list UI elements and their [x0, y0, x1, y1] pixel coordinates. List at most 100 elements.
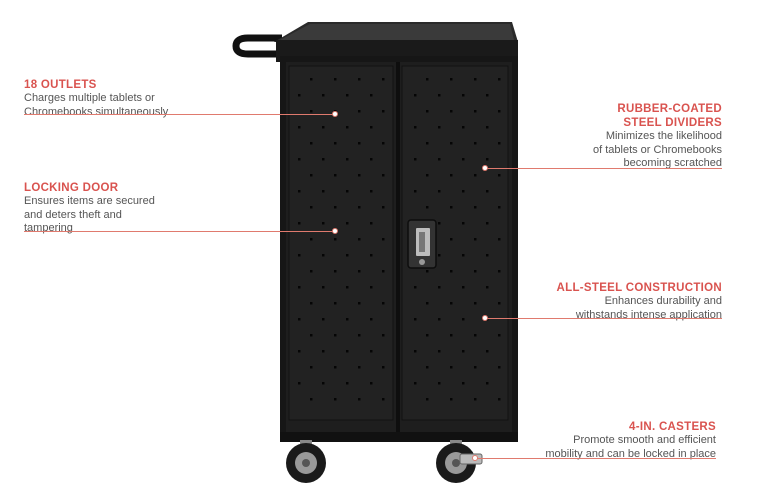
vent-hole — [486, 126, 489, 129]
leader-line-steel-dividers — [486, 168, 722, 169]
vent-hole — [462, 158, 465, 161]
vent-hole — [334, 206, 337, 209]
vent-hole — [450, 110, 453, 113]
callout-outlets: 18 OUTLETS Charges multiple tablets or C… — [24, 78, 168, 119]
vent-hole — [310, 302, 313, 305]
vent-hole — [298, 382, 301, 385]
vent-hole — [346, 286, 349, 289]
vent-hole — [370, 254, 373, 257]
vent-hole — [358, 174, 361, 177]
vent-hole — [346, 126, 349, 129]
vent-hole — [486, 382, 489, 385]
callout-title: ALL-STEEL CONSTRUCTION — [556, 282, 722, 294]
vent-hole — [358, 78, 361, 81]
vent-hole — [310, 238, 313, 241]
vent-hole — [322, 126, 325, 129]
vent-hole — [438, 350, 441, 353]
vent-hole — [462, 286, 465, 289]
front-left-caster — [286, 440, 326, 483]
vent-hole — [426, 206, 429, 209]
vent-hole — [358, 238, 361, 241]
leader-line-casters — [476, 458, 716, 459]
vent-hole — [486, 254, 489, 257]
vent-hole — [298, 126, 301, 129]
vent-hole — [322, 350, 325, 353]
vent-hole — [426, 110, 429, 113]
vent-hole — [450, 174, 453, 177]
vent-hole — [298, 254, 301, 257]
vent-hole — [370, 350, 373, 353]
vent-hole — [438, 126, 441, 129]
vent-hole — [414, 350, 417, 353]
vent-hole — [382, 302, 385, 305]
vent-hole — [310, 398, 313, 401]
vent-hole — [486, 222, 489, 225]
vent-hole — [382, 238, 385, 241]
vent-hole — [358, 398, 361, 401]
cart-cabinet — [280, 56, 518, 438]
vent-hole — [382, 174, 385, 177]
vent-hole — [346, 254, 349, 257]
vent-hole — [462, 318, 465, 321]
vent-hole — [298, 286, 301, 289]
vent-hole — [414, 318, 417, 321]
vent-hole — [498, 174, 501, 177]
vent-hole — [298, 158, 301, 161]
vent-hole — [450, 142, 453, 145]
description-line: withstands intense application — [575, 308, 722, 321]
vent-hole — [462, 94, 465, 97]
vent-hole — [450, 78, 453, 81]
leader-line-all-steel — [486, 318, 722, 319]
vent-hole — [426, 142, 429, 145]
vent-hole — [498, 302, 501, 305]
vent-hole — [322, 190, 325, 193]
description-line: tampering — [24, 222, 73, 234]
vent-hole — [498, 334, 501, 337]
vent-hole — [438, 318, 441, 321]
vent-hole — [334, 174, 337, 177]
vent-hole — [486, 350, 489, 353]
vent-hole — [474, 174, 477, 177]
vent-hole — [346, 94, 349, 97]
cabinet-vent-holes — [298, 78, 501, 401]
callout-locking-door: LOCKING DOOR Ensures items are secured a… — [24, 181, 155, 236]
vent-hole — [370, 382, 373, 385]
callout-description: Ensures items are secured and deters the… — [24, 195, 155, 236]
vent-hole — [310, 334, 313, 337]
vent-hole — [382, 270, 385, 273]
vent-hole — [438, 286, 441, 289]
vent-hole — [498, 78, 501, 81]
title-line: STEEL DIVIDERS — [623, 117, 722, 129]
callout-description: Minimizes the likelihood of tablets or C… — [593, 130, 722, 171]
vent-hole — [370, 94, 373, 97]
vent-hole — [474, 142, 477, 145]
vent-hole — [474, 110, 477, 113]
door-lock — [407, 219, 437, 269]
vent-hole — [370, 126, 373, 129]
vent-hole — [298, 222, 301, 225]
front-right-caster — [436, 440, 483, 483]
vent-hole — [382, 110, 385, 113]
vent-hole — [298, 350, 301, 353]
vent-hole — [426, 270, 429, 273]
vent-hole — [462, 126, 465, 129]
vent-hole — [334, 238, 337, 241]
vent-hole — [382, 142, 385, 145]
vent-hole — [450, 238, 453, 241]
callout-description: Enhances durability and withstands inten… — [557, 295, 722, 322]
vent-hole — [370, 286, 373, 289]
vent-hole — [382, 206, 385, 209]
vent-hole — [474, 206, 477, 209]
callout-description: Promote smooth and efficient mobility an… — [545, 434, 716, 461]
vent-hole — [486, 286, 489, 289]
vent-hole — [382, 334, 385, 337]
vent-hole — [438, 382, 441, 385]
vent-hole — [346, 350, 349, 353]
vent-hole — [426, 366, 429, 369]
leader-line-locking-door — [24, 231, 334, 232]
vent-hole — [298, 190, 301, 193]
vent-hole — [358, 142, 361, 145]
hotspot-dot-locking-door — [332, 228, 338, 234]
vent-hole — [426, 302, 429, 305]
